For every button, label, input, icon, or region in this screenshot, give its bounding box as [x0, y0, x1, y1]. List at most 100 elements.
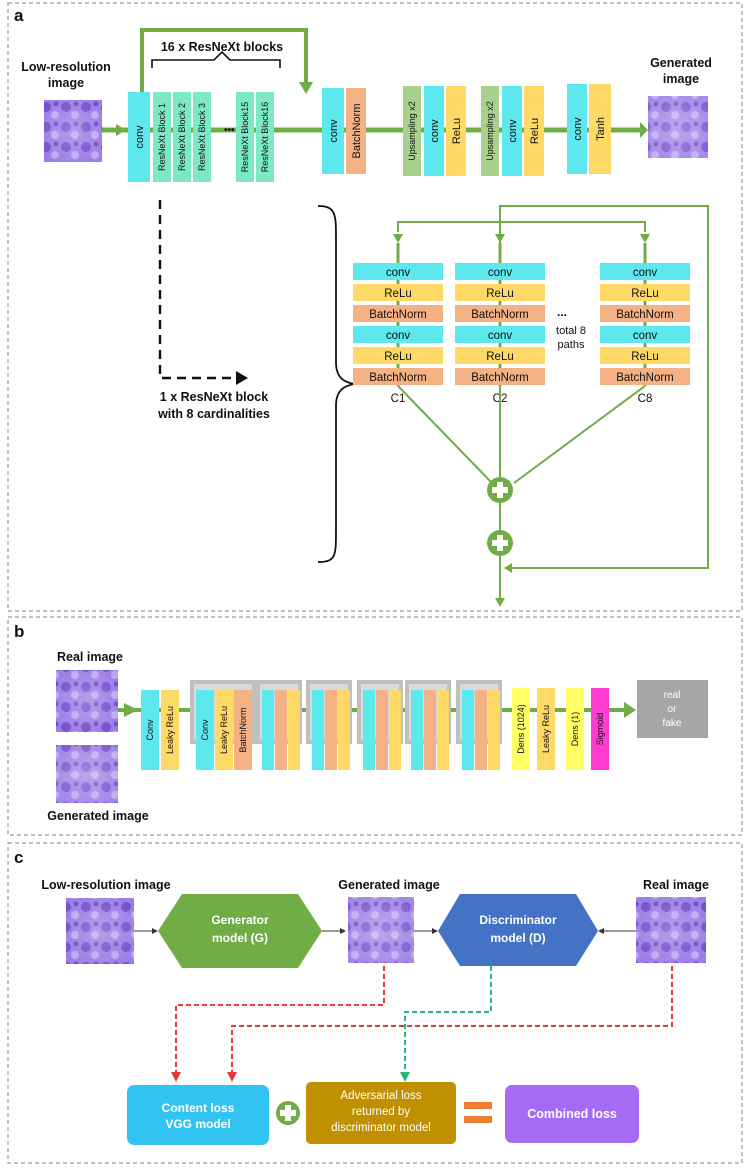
- path-8-input-head: [640, 234, 650, 243]
- lr-to-generator-head: [152, 928, 158, 934]
- panel-c-low-res-label: Low-resolution image: [41, 878, 170, 892]
- generated-label-line1: Generated: [650, 56, 712, 70]
- disc-group-layer: [338, 690, 350, 770]
- content-loss-line1: Content loss: [162, 1101, 235, 1115]
- disc-group-layer: [234, 690, 252, 770]
- disc-group-layer: [312, 690, 324, 770]
- tanh-layer: Tanh: [589, 84, 611, 174]
- real-to-content-loss-line: [231, 966, 673, 1074]
- conv-layer: [455, 263, 545, 280]
- resnext-block-16: ResNeXt Block16: [256, 92, 274, 182]
- upsampling-layer-1: Upsampling x2: [403, 86, 421, 176]
- disc-group-layer: [196, 690, 214, 770]
- disc-group-layer-label: Conv: [200, 719, 210, 741]
- disc-group-layer: [325, 690, 337, 770]
- panel-a-frame: [7, 2, 743, 612]
- tanh-label: Tanh: [595, 117, 607, 141]
- post-conv-layer-2: conv: [424, 86, 444, 176]
- relu-layer: [600, 284, 690, 301]
- resnext-block-15: ResNeXt Block15: [236, 92, 254, 182]
- panel-c-real-label: Real image: [643, 878, 709, 892]
- batchnorm-layer: [353, 368, 443, 385]
- conv-layer: [455, 326, 545, 343]
- resnext-block-1-label: ResNeXt Block 1: [157, 103, 167, 171]
- block-input-split-line: [397, 221, 646, 232]
- output-line1: real: [664, 690, 681, 701]
- real-to-discriminator-head: [598, 928, 604, 934]
- generator-model-hexagon: [158, 894, 322, 968]
- skip-connection-head: [299, 82, 313, 94]
- panel-b-frame: [7, 616, 743, 836]
- equals-icon: [464, 1102, 492, 1123]
- path-note-line2: paths: [558, 339, 585, 351]
- sigmoid-label: Sigmoid: [595, 713, 605, 746]
- content-loss-line2: VGG model: [165, 1117, 230, 1131]
- plus-icon: [276, 1101, 300, 1125]
- disc-group-layer: [389, 690, 401, 770]
- dense-1024-layer: Dens (1024): [512, 688, 530, 770]
- panel-c-real-thumbnail: [636, 897, 706, 963]
- discriminator-to-adversarial-line: [404, 966, 492, 1074]
- discriminator-to-adversarial-head: [400, 1072, 410, 1082]
- batchnorm-label: BatchNorm: [471, 372, 529, 384]
- disc-group-layer: [475, 690, 487, 770]
- discriminator-line2: model (D): [490, 931, 545, 945]
- low-res-label-line2: image: [48, 76, 84, 90]
- disc-group-layer: [376, 690, 388, 770]
- panel-a-label: a: [14, 6, 24, 25]
- dense-1024-label: Dens (1024): [516, 704, 526, 754]
- post-conv-layer-3: conv: [502, 86, 522, 176]
- batchnorm-label: BatchNorm: [471, 309, 529, 321]
- expansion-dashed-arrow: [158, 200, 236, 380]
- tail-leaky-relu-layer: Leaky ReLu: [537, 688, 555, 770]
- post-batchnorm-layer: BatchNorm: [346, 88, 366, 174]
- blocks-brace: [151, 50, 281, 68]
- upsampling-2-label: Upsampling x2: [485, 101, 495, 161]
- output-line2: or: [668, 704, 678, 715]
- sigmoid-layer: Sigmoid: [591, 688, 609, 770]
- low-res-image-thumbnail: [44, 100, 102, 162]
- post-relu-2-label: ReLu: [529, 118, 541, 144]
- relu-layer: [353, 347, 443, 364]
- conv-layer: [353, 263, 443, 280]
- generated-to-content-loss-head: [171, 1072, 181, 1082]
- discriminator-model-hexagon: [438, 894, 598, 966]
- real-image-thumbnail: [56, 670, 118, 732]
- disc-group-6: [456, 680, 502, 770]
- disc-leaky-relu-label: Leaky ReLu: [165, 706, 175, 754]
- relu-label: ReLu: [384, 288, 412, 300]
- relu-layer: [455, 284, 545, 301]
- sum-node-1-icon: [487, 477, 513, 503]
- batchnorm-layer: [353, 305, 443, 322]
- input-arrow-head: [116, 124, 126, 136]
- adversarial-loss-line1: Adversarial loss: [340, 1090, 421, 1102]
- disc-group-layer: [215, 690, 233, 770]
- post-relu-1-label: ReLu: [451, 118, 463, 144]
- batchnorm-layer: [600, 368, 690, 385]
- relu-label: ReLu: [486, 288, 514, 300]
- resnext-block-3: ResNeXt Block 3: [193, 92, 211, 182]
- post-relu-layer-1: ReLu: [446, 86, 466, 176]
- block-detail-brace: [317, 205, 355, 563]
- generator-line2: model (G): [212, 931, 268, 945]
- adversarial-loss-line2: returned by: [352, 1106, 410, 1118]
- batchnorm-layer: [455, 305, 545, 322]
- first-conv-layer: [128, 92, 150, 182]
- content-loss-box: [127, 1085, 269, 1145]
- disc-group-layer: [462, 690, 474, 770]
- discriminator-line1: Discriminator: [479, 913, 557, 927]
- panel-c-generated-label: Generated image: [338, 878, 439, 892]
- relu-label: ReLu: [631, 351, 659, 363]
- disc-group-layer: [424, 690, 436, 770]
- conv-layer: [600, 326, 690, 343]
- path-name: C8: [638, 393, 653, 405]
- disc-group-layer: [488, 690, 500, 770]
- disc-group-layer: [411, 690, 423, 770]
- dense-1-label: Dens (1): [570, 712, 580, 747]
- disc-group-layer: [262, 690, 274, 770]
